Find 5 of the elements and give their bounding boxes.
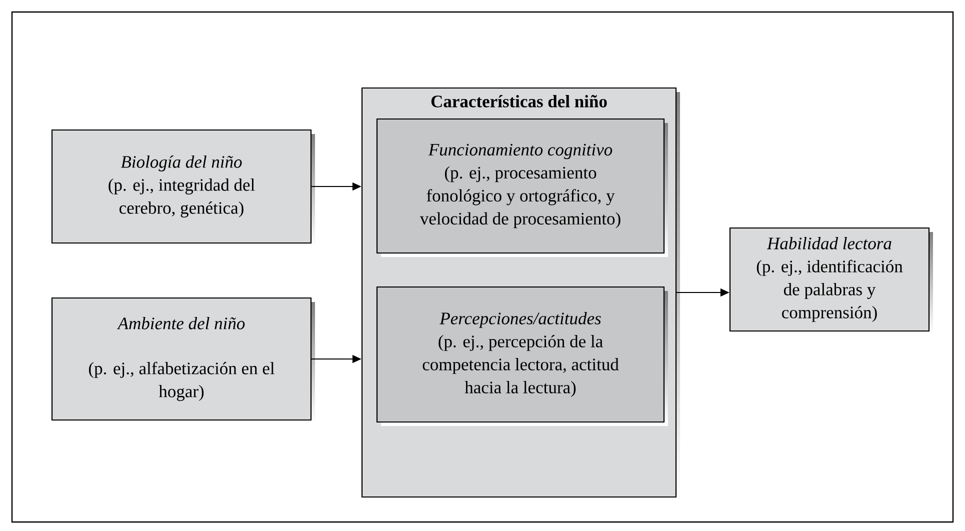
process-box: Habilidad lectora (p. ej., identificación de palabras y comprensión) bbox=[729, 227, 933, 335]
process-box: Funcionamiento cognitivo (p. ej., procesamiento fonológico y ortográfico, y velocidad de procesamiento) bbox=[376, 118, 668, 257]
process-box: Percepciones/actitudes (p. ej., percepción de la competencia lectora, actitud hacia la lectura) bbox=[376, 286, 668, 426]
process-box: Biología del niño (p. ej., integridad del cerebro, genética) bbox=[51, 129, 315, 247]
process-box: Ambiente del niño (p. ej., alfabetización en el hogar) bbox=[51, 297, 315, 424]
